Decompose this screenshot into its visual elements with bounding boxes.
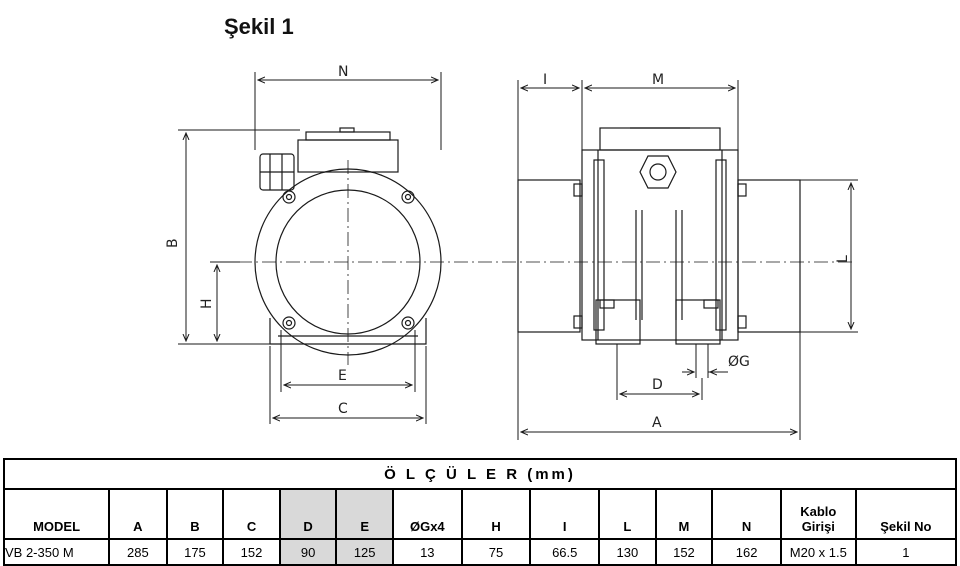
column-header: D [278, 488, 338, 540]
table-cell: 152 [222, 538, 281, 566]
dim-label-h: H [199, 298, 215, 309]
column-header: L [598, 488, 657, 540]
side-dimensions [517, 80, 858, 440]
column-header: I [529, 488, 601, 540]
table-cell: 152 [654, 538, 714, 566]
hex-nut-icon [639, 155, 677, 189]
dim-label-i: I [543, 72, 547, 88]
column-header: MODEL [2, 488, 111, 540]
table-cell: 1 [854, 538, 958, 566]
column-header: M [654, 488, 714, 540]
dim-label-a: A [652, 415, 662, 431]
dim-label-e: E [338, 368, 347, 384]
table-cell: 90 [278, 538, 338, 566]
technical-drawing: N B H E C I M L ØG D A [165, 64, 858, 440]
table-cell: 75 [460, 538, 532, 566]
table-title: Ö L Ç Ü L E R (mm) [3, 458, 957, 490]
column-header: H [460, 488, 532, 540]
column-header: B [165, 488, 225, 540]
column-header: Kablo Girişi [779, 488, 857, 540]
dim-label-b: B [165, 238, 181, 248]
table-cell: 130 [598, 538, 657, 566]
column-header: E [335, 488, 394, 540]
front-dimensions [178, 72, 442, 424]
table-cell: 175 [165, 538, 225, 566]
column-header: A [108, 488, 168, 540]
figure-title: Şekil 1 [224, 14, 294, 39]
table-cell: 162 [711, 538, 782, 566]
dim-label-m: M [652, 72, 664, 88]
column-header: N [711, 488, 782, 540]
column-header: ØGx4 [391, 488, 463, 540]
dim-label-g: ØG [728, 354, 750, 370]
cable-gland-icon [259, 153, 295, 191]
side-view [517, 127, 801, 345]
dim-label-c: C [338, 401, 348, 417]
table-cell: 13 [391, 538, 463, 566]
dim-label-l: L [835, 255, 851, 263]
table-cell: 125 [335, 538, 394, 566]
column-header: Şekil No [854, 488, 958, 540]
table-cell: 66.5 [529, 538, 601, 566]
table-cell: M20 x 1.5 [779, 538, 857, 566]
dim-label-d: D [652, 377, 663, 393]
table-cell: 285 [108, 538, 168, 566]
table-cell: VB 2-350 M [2, 538, 111, 566]
dim-label-n: N [338, 64, 348, 80]
column-header: C [222, 488, 281, 540]
